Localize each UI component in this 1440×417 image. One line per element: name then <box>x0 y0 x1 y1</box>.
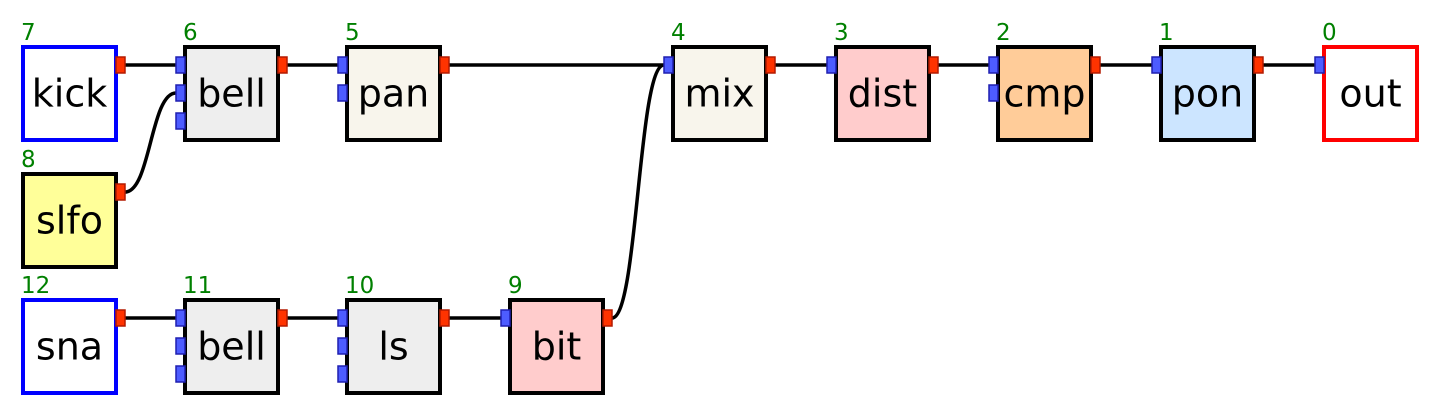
node-id-number: 2 <box>996 20 1011 46</box>
node-box[interactable] <box>834 45 931 142</box>
node-bell-6[interactable]: bell 6 <box>175 20 288 142</box>
output-port[interactable] <box>115 56 126 74</box>
node-pon-1[interactable]: pon 1 <box>1151 20 1264 142</box>
node-label: dist <box>848 72 917 116</box>
node-box[interactable] <box>996 45 1093 142</box>
output-port[interactable] <box>115 183 126 201</box>
node-cmp-2[interactable]: cmp 2 <box>988 20 1101 142</box>
output-port[interactable] <box>277 309 288 327</box>
input-port[interactable] <box>663 56 674 74</box>
node-id-number: 11 <box>183 273 212 299</box>
node-box[interactable] <box>345 298 442 395</box>
output-port[interactable] <box>765 56 776 74</box>
node-box[interactable] <box>671 45 768 142</box>
input-port[interactable] <box>500 309 511 327</box>
node-id-number: 12 <box>21 273 50 299</box>
node-dist-3[interactable]: dist 3 <box>826 20 939 142</box>
node-label: sna <box>36 325 103 369</box>
node-box[interactable] <box>21 172 118 269</box>
node-kick-7[interactable]: kick 7 <box>21 20 126 142</box>
node-label: slfo <box>36 199 103 243</box>
output-port[interactable] <box>1090 56 1101 74</box>
input-port[interactable] <box>337 309 348 327</box>
node-box[interactable] <box>183 45 280 142</box>
input-port[interactable] <box>988 56 999 74</box>
node-box[interactable] <box>183 298 280 395</box>
node-mix-4[interactable]: mix 4 <box>663 20 776 142</box>
node-box[interactable] <box>1322 45 1419 142</box>
node-label: bell <box>197 72 266 116</box>
input-port[interactable] <box>1151 56 1162 74</box>
edges-layer <box>124 63 1315 320</box>
node-label: mix <box>684 72 754 116</box>
node-box[interactable] <box>508 298 605 395</box>
node-label: cmp <box>1003 72 1085 116</box>
node-bell-11[interactable]: bell 11 <box>175 273 288 395</box>
input-port[interactable] <box>175 84 186 102</box>
node-id-number: 1 <box>1159 20 1174 46</box>
input-port[interactable] <box>337 365 348 383</box>
node-label: bit <box>532 325 582 369</box>
node-label: out <box>1339 72 1401 116</box>
node-pan-5[interactable]: pan 5 <box>337 20 450 142</box>
input-port[interactable] <box>175 337 186 355</box>
node-id-number: 7 <box>21 20 36 46</box>
node-id-number: 4 <box>671 20 686 46</box>
output-port[interactable] <box>115 309 126 327</box>
input-port[interactable] <box>337 337 348 355</box>
input-port[interactable] <box>337 84 348 102</box>
node-label: kick <box>32 72 107 116</box>
node-label: bell <box>197 325 266 369</box>
output-port[interactable] <box>602 309 613 327</box>
output-port[interactable] <box>439 56 450 74</box>
edge-9-to-4 <box>611 63 665 320</box>
input-port[interactable] <box>1314 56 1325 74</box>
input-port[interactable] <box>988 84 999 102</box>
node-id-number: 10 <box>345 273 374 299</box>
edge-8-to-6 <box>124 91 177 194</box>
node-label: pon <box>1172 72 1243 116</box>
input-port[interactable] <box>175 56 186 74</box>
node-bit-9[interactable]: bit 9 <box>500 273 613 395</box>
output-port[interactable] <box>1253 56 1264 74</box>
node-box[interactable] <box>345 45 442 142</box>
output-port[interactable] <box>277 56 288 74</box>
input-port[interactable] <box>175 112 186 130</box>
node-label: ls <box>378 325 408 369</box>
node-id-number: 5 <box>345 20 360 46</box>
input-port[interactable] <box>826 56 837 74</box>
output-port[interactable] <box>439 309 450 327</box>
node-id-number: 6 <box>183 20 198 46</box>
node-id-number: 0 <box>1322 20 1337 46</box>
input-port[interactable] <box>175 365 186 383</box>
node-box[interactable] <box>1159 45 1256 142</box>
node-id-number: 9 <box>508 273 523 299</box>
node-box[interactable] <box>21 45 118 142</box>
node-box[interactable] <box>21 298 118 395</box>
input-port[interactable] <box>337 56 348 74</box>
input-port[interactable] <box>175 309 186 327</box>
node-id-number: 3 <box>834 20 849 46</box>
node-sna-12[interactable]: sna 12 <box>21 273 126 395</box>
node-label: pan <box>358 72 430 116</box>
output-port[interactable] <box>928 56 939 74</box>
node-id-number: 8 <box>21 147 36 173</box>
